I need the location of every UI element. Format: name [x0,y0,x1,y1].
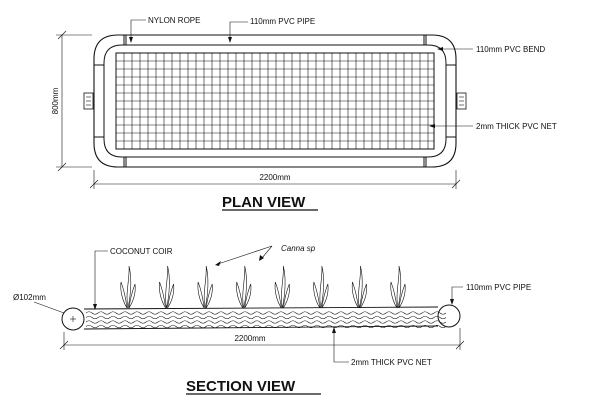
coir-wave [85,320,447,324]
label-coconut-coir: COCONUT COIR [110,247,173,256]
plan-view-title: PLAN VIEW [222,194,306,211]
dim-plan-width: 800mm [51,30,92,172]
canna-plant [159,265,175,309]
dim-plan-2200mm: 2200mm [259,173,290,182]
label-pvc-bend: 110mm PVC BEND [476,45,545,54]
label-pipe-diameter: Ø102mm [13,293,46,302]
canna-plant [197,265,213,309]
section-view-title: SECTION VIEW [186,378,296,395]
coir-wave [85,311,447,315]
plan-leaders [129,19,473,128]
label-plan-pvc-pipe: 110mm PVC PIPE [250,17,315,26]
label-plan-pvc-net: 2mm THICK PVC NET [476,122,557,131]
dim-section-length: 2200mm [59,328,465,350]
label-canna: Canna sp [281,244,316,253]
dim-800mm: 800mm [51,87,60,114]
label-section-pvc-net: 2mm THICK PVC NET [351,358,432,367]
label-section-pvc-pipe: 110mm PVC PIPE [466,283,531,292]
canna-plant [351,265,367,309]
section-pipe-left [61,307,85,331]
canna-plants [120,265,406,309]
net-grid-lines [116,53,434,149]
coir-texture [85,311,447,329]
section-view: COCONUT COIR Canna sp Ø102mm 110mm PVC P… [13,244,531,395]
plan-view: NYLON ROPE 110mm PVC PIPE 110mm PVC BEND… [51,16,557,211]
plan-pvc-net [115,52,435,150]
canna-plant [274,265,290,309]
section-pipe-right [437,304,461,328]
dim-plan-length: 2200mm [89,170,461,189]
coir-wave [85,324,447,329]
dim-section-2200mm: 2200mm [234,334,265,343]
canna-plant [313,265,329,309]
plan-rope-ties [83,92,467,110]
label-nylon-rope: NYLON ROPE [148,16,200,25]
coir-wave [85,315,447,320]
plan-pvc-frame [93,34,457,168]
section-coir-layer [83,306,447,330]
canna-plant [120,265,136,309]
canna-plant [390,265,406,309]
section-leaders [93,245,463,363]
canna-plant [236,265,252,309]
